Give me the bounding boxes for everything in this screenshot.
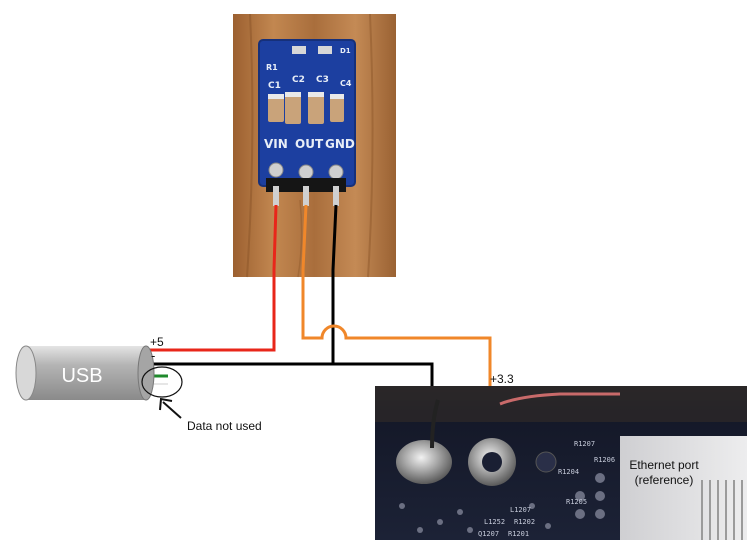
capacitor-c4	[330, 94, 344, 122]
pcb-mark-r1204: R1204	[558, 468, 579, 476]
pin-label-out: OUT	[295, 137, 324, 151]
pcb-mark-r1206: R1206	[594, 456, 615, 464]
data-note-arrow	[162, 401, 182, 419]
silk-d1: D1	[340, 47, 351, 55]
pin-header	[266, 178, 346, 192]
pcb-mark-l1207: L1207	[510, 506, 531, 514]
regulator-photo: D1 R1 C1 C2 C3 C4 VIN OUT GND	[233, 13, 396, 278]
led-d1	[318, 46, 332, 54]
label-plus33: +3.3	[490, 372, 514, 386]
pcb-mark-r1201: R1201	[508, 530, 529, 538]
wires	[146, 204, 492, 448]
usb-cable: USB	[15, 345, 155, 401]
silk-r1: R1	[266, 63, 278, 72]
label-plus5: +5	[150, 335, 164, 349]
pin-label-vin: VIN	[264, 137, 288, 151]
via-pad	[535, 451, 557, 473]
label-minus: -	[151, 348, 155, 363]
usb-label: USB	[61, 365, 102, 387]
wire-ground-vertical	[331, 204, 338, 340]
solder-joint-ground	[396, 440, 452, 484]
ethernet-port	[620, 436, 747, 540]
capacitor-c3	[308, 92, 324, 124]
capacitor-c1	[268, 94, 284, 122]
label-ethernet-port: Ethernet port	[629, 458, 699, 472]
silk-c1: C1	[268, 81, 281, 91]
data-wires-circle	[141, 366, 183, 398]
pcb-mark-r1205: R1205	[566, 498, 587, 506]
pcb-mark-l1252: L1252	[484, 518, 505, 526]
silk-c4: C4	[340, 79, 352, 88]
silk-c2: C2	[292, 75, 305, 85]
label-ethernet-reference: (reference)	[635, 473, 694, 487]
regulator-board: D1 R1 C1 C2 C3 C4 VIN OUT GND	[258, 39, 356, 187]
pcb-mark-r1202: R1202	[514, 518, 535, 526]
pcb-mark-r1207: R1207	[574, 440, 595, 448]
label-data-not-used: Data not used	[187, 419, 262, 433]
pad-vin	[268, 162, 284, 178]
pad-out	[298, 164, 314, 180]
pad-gnd	[328, 164, 344, 180]
pcb-photo: R1207 R1206 R1204 R1205 L1207 R1202 R120…	[375, 386, 747, 540]
pin-label-gnd: GND	[325, 137, 355, 151]
pcb-mark-q1207: Q1207	[478, 530, 499, 538]
silk-c3: C3	[316, 75, 329, 85]
wire-plus33	[301, 204, 492, 448]
wire-plus5	[146, 204, 278, 352]
resistor-r1	[292, 46, 306, 54]
capacitor-c2	[285, 92, 301, 124]
